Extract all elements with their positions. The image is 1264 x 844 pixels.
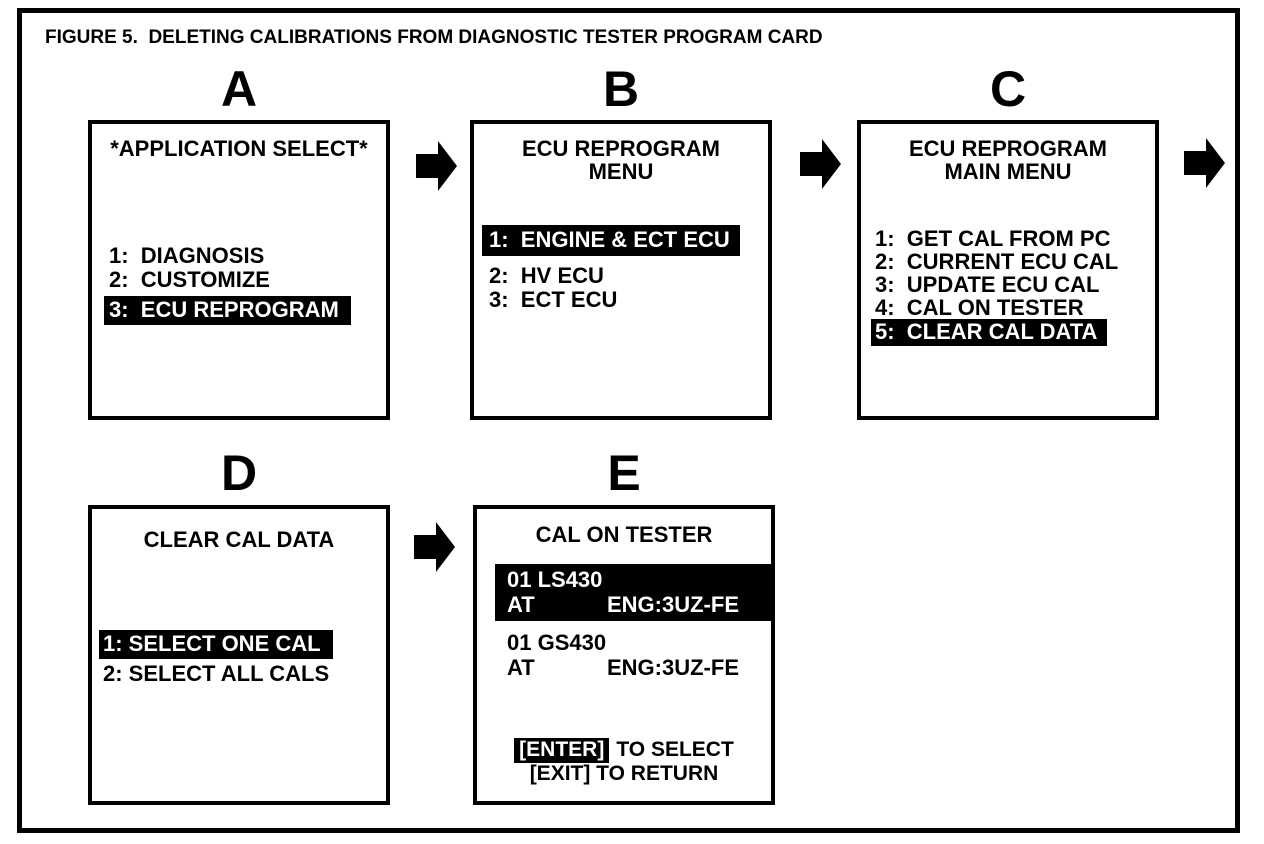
menu-item-selected: 1: ENGINE & ECT ECU (482, 225, 740, 256)
screen-e: CAL ON TESTER 01 LS430 AT ENG:3UZ-FE 01 … (473, 505, 775, 805)
menu-item-selected: 5: CLEAR CAL DATA (871, 319, 1108, 346)
menu-item: 2: CUSTOMIZE (109, 267, 270, 292)
exit-prompt-label: [EXIT] TO RETURN (529, 762, 719, 785)
screen-label-a: A (220, 61, 258, 117)
screen-b: ECU REPROGRAM MENU 1: ENGINE & ECT ECU 2… (470, 120, 772, 420)
cal-model: 01 GS430 (507, 630, 607, 655)
screen-e-title: CAL ON TESTER (535, 522, 713, 547)
menu-item: 3: ECT ECU (489, 287, 618, 312)
menu-item: 1: DIAGNOSIS (109, 243, 265, 268)
enter-prompt: [ENTER] TO SELECT (477, 738, 771, 763)
cal-engine: ENG:3UZ-FE (607, 655, 739, 680)
screen-a: *APPLICATION SELECT* 1: DIAGNOSIS 2: CUS… (88, 120, 390, 420)
screen-c-title-line1: ECU REPROGRAM (908, 136, 1107, 161)
enter-action-label: TO SELECT (616, 738, 734, 761)
screen-d-menu: 1: SELECT ONE CAL 2: SELECT ALL CALS (99, 630, 333, 686)
flow-arrow-b-c-icon (800, 139, 841, 189)
screen-label-c: C (989, 61, 1027, 117)
screen-b-title-line2: MENU (588, 159, 654, 184)
cal-list: 01 LS430 AT ENG:3UZ-FE 01 GS430 AT ENG:3… (495, 564, 771, 680)
enter-key-label: [ENTER] (514, 738, 610, 763)
screen-d-title: CLEAR CAL DATA (143, 527, 335, 552)
menu-item: 2: HV ECU (489, 263, 604, 288)
cal-transmission: AT (507, 655, 535, 680)
screen-c-title-line2: MAIN MENU (944, 159, 1072, 184)
screen-d: CLEAR CAL DATA 1: SELECT ONE CAL 2: SELE… (88, 505, 390, 805)
flow-arrow-d-e-icon (414, 522, 455, 572)
screen-label-d: D (220, 445, 258, 501)
menu-item: 3: UPDATE ECU CAL (875, 272, 1100, 297)
cal-entry-selected: 01 LS430 AT ENG:3UZ-FE (495, 564, 771, 621)
flow-arrow-a-b-icon (416, 141, 457, 191)
screen-c: ECU REPROGRAM MAIN MENU 1: GET CAL FROM … (857, 120, 1159, 420)
cal-transmission: AT (507, 592, 535, 617)
screen-b-menu: 1: ENGINE & ECT ECU 2: HV ECU 3: ECT ECU (482, 225, 740, 312)
screen-label-e: E (607, 445, 641, 501)
menu-item: 4: CAL ON TESTER (875, 295, 1084, 320)
key-prompt: [ENTER] TO SELECT [EXIT] TO RETURN (477, 738, 771, 786)
screen-b-title-line1: ECU REPROGRAM (521, 136, 720, 161)
menu-item-selected: 3: ECU REPROGRAM (104, 296, 351, 325)
menu-item: 2: SELECT ALL CALS (103, 661, 330, 686)
figure-title: FIGURE 5. DELETING CALIBRATIONS FROM DIA… (45, 27, 823, 48)
menu-item-selected: 1: SELECT ONE CAL (99, 630, 333, 659)
screen-a-title: *APPLICATION SELECT* (110, 136, 368, 161)
flow-arrow-c-next-icon (1184, 138, 1225, 188)
cal-model: 01 LS430 (507, 567, 603, 592)
cal-entry: 01 GS430 AT ENG:3UZ-FE (495, 630, 771, 680)
screen-label-b: B (602, 61, 640, 117)
menu-item: 1: GET CAL FROM PC (875, 226, 1111, 251)
screen-c-menu: 1: GET CAL FROM PC 2: CURRENT ECU CAL 3:… (871, 227, 1118, 346)
cal-engine: ENG:3UZ-FE (607, 592, 739, 617)
menu-item: 2: CURRENT ECU CAL (875, 249, 1119, 274)
screen-a-menu: 1: DIAGNOSIS 2: CUSTOMIZE 3: ECU REPROGR… (104, 244, 351, 325)
